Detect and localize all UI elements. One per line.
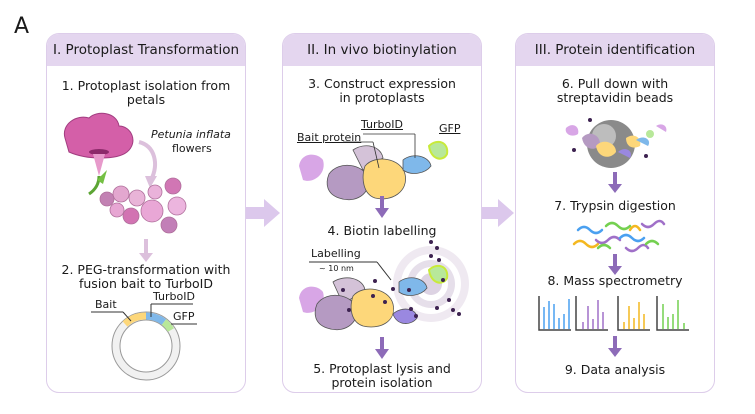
turboid-label: TurboID <box>153 290 195 303</box>
curved-arrow <box>138 140 157 181</box>
step-3-text: 3. Construct expression in protoplasts <box>308 76 456 105</box>
spectrum-green <box>656 296 689 331</box>
step-8-text: 8. Mass spectrometry <box>547 273 683 288</box>
plasmid-icon <box>91 303 197 381</box>
labelling-label: Labelling <box>311 247 361 260</box>
down-arrow-icon <box>139 239 153 262</box>
step-2-text: 2. PEG-transformation with fusion bait t… <box>61 262 231 291</box>
identification-illustration <box>538 118 689 357</box>
down-arrow-icon <box>608 172 622 193</box>
spectrum-yellow <box>617 296 650 331</box>
panel-protein-identification: III. Protein identification 6. Pull down… <box>515 33 715 393</box>
figure-label: A <box>14 14 30 39</box>
step-4-text: 4. Biotin labelling <box>327 223 437 238</box>
peptide-fragments-icon <box>572 219 666 253</box>
down-arrow-icon <box>608 254 622 275</box>
streptavidin-bead-icon <box>565 118 667 168</box>
panel-title: III. Protein identification <box>516 34 714 66</box>
panel-arrow-2 <box>481 199 514 227</box>
protein-complex-bottom <box>299 264 449 331</box>
step-7-text: 7. Trypsin digestion <box>554 198 676 213</box>
panel-title: II. In vivo biotinylation <box>283 34 481 66</box>
step-9-text: 9. Data analysis <box>564 362 666 377</box>
step-6-text: 6. Pull down with streptavidin beads <box>556 76 674 105</box>
panel-arrow-1 <box>246 199 280 227</box>
turboid-label: TurboID <box>361 118 403 131</box>
biotinylation-illustration <box>299 133 469 359</box>
gfp-label: GFP <box>173 310 195 323</box>
protoplast-cells <box>99 177 187 234</box>
species-label: Petunia inflata <box>151 128 231 141</box>
spectrum-purple <box>575 296 608 331</box>
bait-label: Bait <box>95 298 117 311</box>
petunia-flower-icon <box>63 112 134 196</box>
down-arrow-icon <box>375 196 389 218</box>
radius-label: ~ 10 nm <box>319 264 354 273</box>
panel-title: I. Protoplast Transformation <box>47 34 245 66</box>
flowers-label: flowers <box>172 142 212 155</box>
protoplast-illustration <box>63 112 197 381</box>
panel-protoplast-transformation: I. Protoplast Transformation 1. Protopla… <box>46 33 246 393</box>
step-5-text: 5. Protoplast lysis and protein isolatio… <box>313 361 451 390</box>
step-1-text: 1. Protoplast isolation from petals <box>61 78 231 107</box>
gfp-label: GFP <box>439 122 461 135</box>
panel-in-vivo-biotinylation: II. In vivo biotinylation 3. Construct e… <box>282 33 482 393</box>
spectrum-blue <box>538 296 571 331</box>
down-arrow-icon <box>608 336 622 357</box>
bait-protein-label: Bait protein <box>297 131 362 144</box>
biotin-dots <box>341 240 461 318</box>
mass-spectra-icon <box>538 296 689 331</box>
protein-complex-top <box>299 133 449 201</box>
down-arrow-icon <box>375 337 389 359</box>
